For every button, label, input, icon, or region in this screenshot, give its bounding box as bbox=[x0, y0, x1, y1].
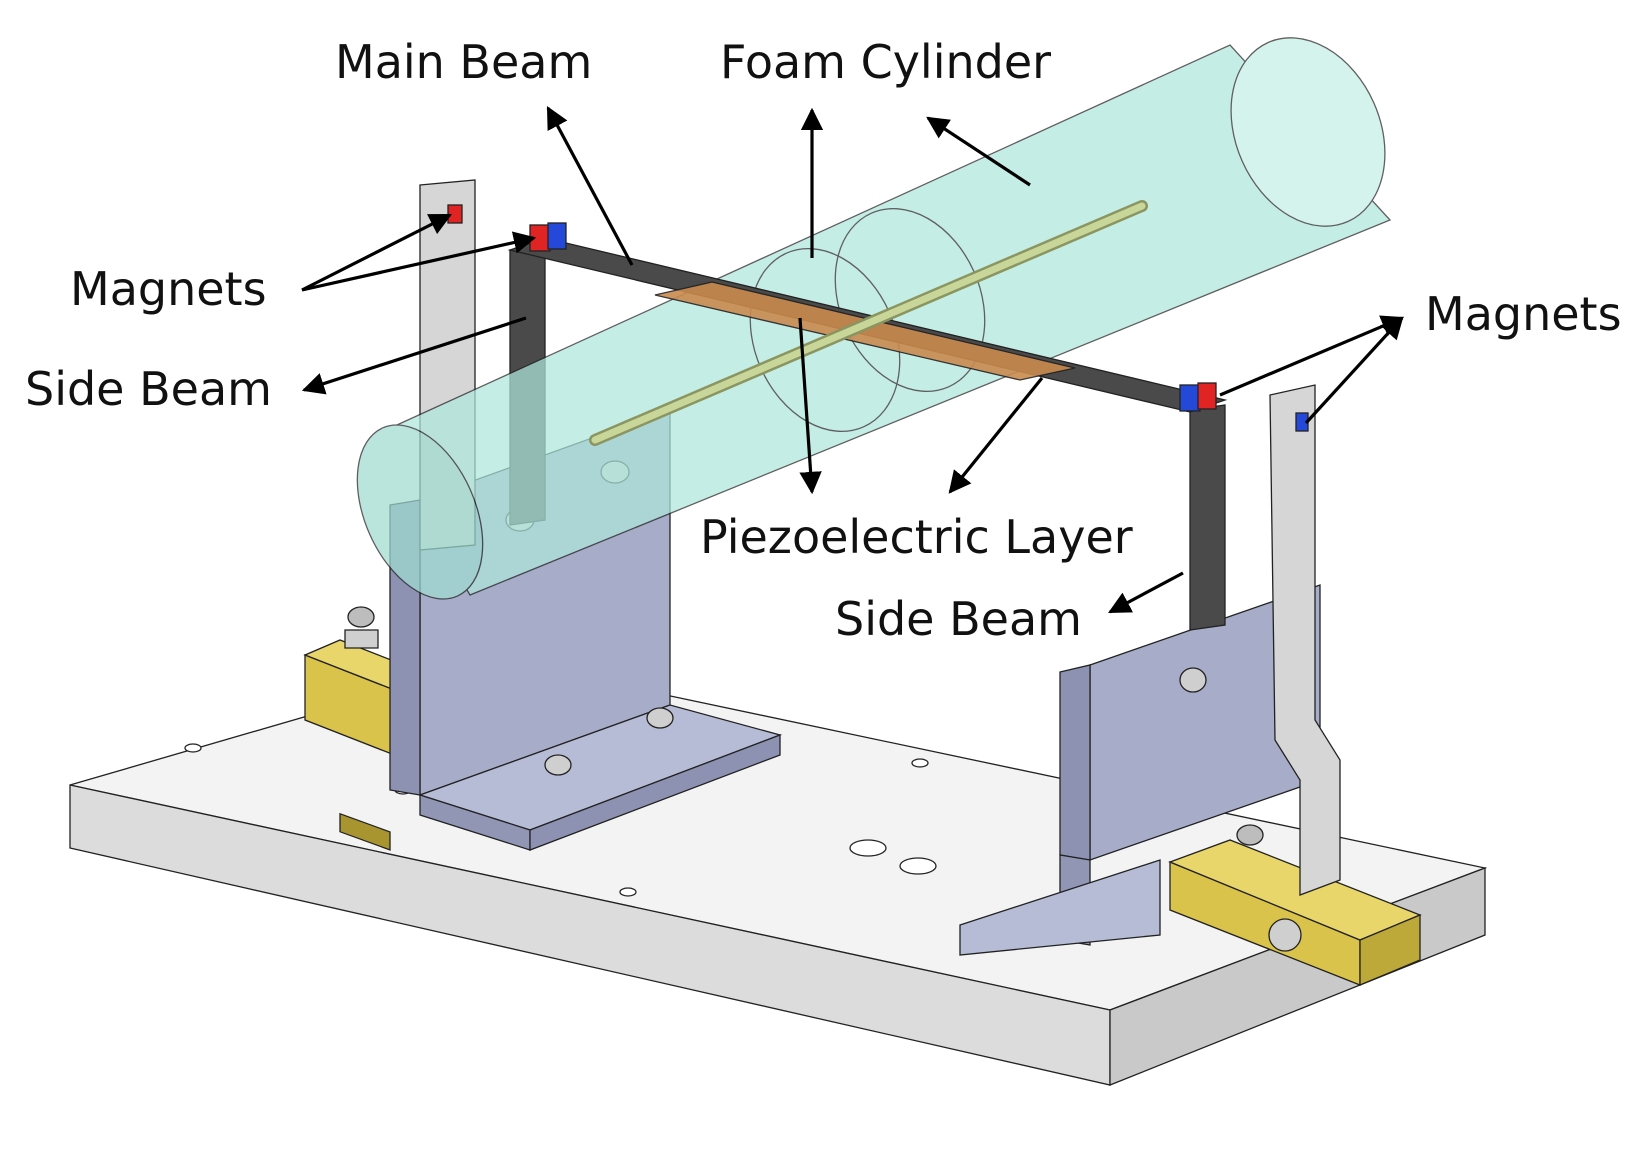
arrow-side-beam-left bbox=[301, 316, 527, 395]
arrow-piezo-1 bbox=[798, 317, 822, 495]
arrow-magnet-left-1 bbox=[301, 213, 452, 292]
right-bracket bbox=[959, 584, 1321, 956]
label-foam-cylinder: Foam Cylinder bbox=[720, 35, 1051, 89]
arrow-magnet-right-2 bbox=[1304, 316, 1404, 425]
arrow-foam-cylinder bbox=[926, 116, 1031, 187]
arrow-magnet-left-2 bbox=[301, 231, 537, 292]
labels: Main Beam Foam Cylinder Magnets Side Bea… bbox=[25, 35, 1622, 646]
rod bbox=[589, 200, 1148, 446]
label-magnets-right: Magnets bbox=[1425, 287, 1622, 341]
label-side-beam-left: Side Beam bbox=[25, 362, 272, 416]
arrow-magnet-right-1 bbox=[1219, 315, 1405, 397]
arrow-main-beam bbox=[546, 106, 634, 266]
arrow-piezo-2 bbox=[948, 376, 1044, 494]
label-magnets-left: Magnets bbox=[70, 262, 267, 316]
annotation-arrows bbox=[301, 106, 1405, 614]
right-clamp bbox=[1168, 824, 1422, 986]
label-piezoelectric-layer: Piezoelectric Layer bbox=[700, 510, 1133, 564]
right-stopper bbox=[1269, 384, 1341, 896]
arrow-side-beam-right bbox=[1108, 571, 1184, 614]
label-main-beam: Main Beam bbox=[335, 35, 592, 89]
label-side-beam-right: Side Beam bbox=[835, 592, 1082, 646]
